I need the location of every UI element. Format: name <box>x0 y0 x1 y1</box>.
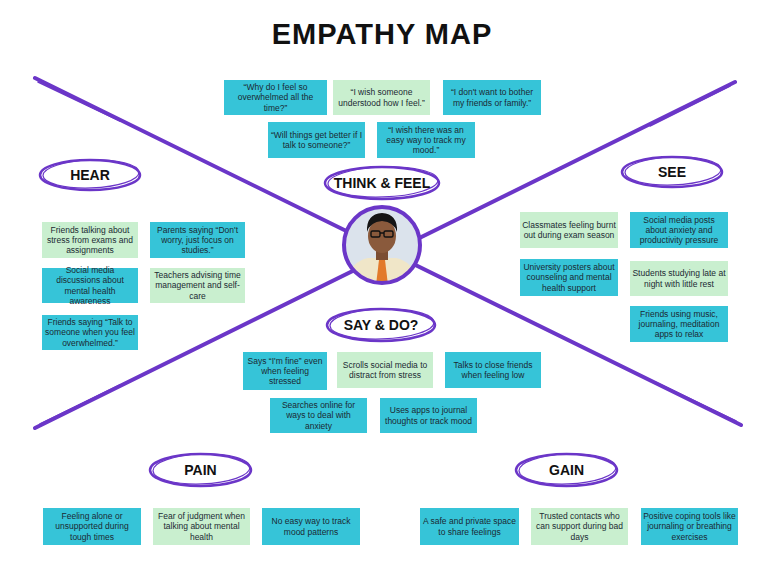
note-box: Says “I'm fine” even when feeling stress… <box>243 352 327 390</box>
note-text: Feeling alone or unsupported during toug… <box>45 511 139 542</box>
note-box: Searches online for ways to deal with an… <box>270 398 367 433</box>
brush-stroke <box>40 385 120 424</box>
note-box: “I don't want to bother my friends or fa… <box>443 80 541 115</box>
note-box: No easy way to track mood patterns <box>262 508 360 545</box>
note-text: Parents saying “Don't worry, just focus … <box>152 225 243 256</box>
section-label: HEAR <box>70 167 110 183</box>
ellipse-stroke <box>43 158 140 189</box>
persona-photo <box>344 207 420 292</box>
ellipse-stroke <box>327 165 438 199</box>
note-text: Says “I'm fine” even when feeling stress… <box>245 356 325 387</box>
section-label: THINK & FEEL <box>334 175 430 191</box>
note-box: Friends saying “Talk to someone when you… <box>42 315 138 350</box>
cross-lines <box>35 78 741 428</box>
note-text: Positive coping tools like journaling or… <box>643 511 736 542</box>
photo-border <box>344 207 420 283</box>
note-text: Friends saying “Talk to someone when you… <box>44 317 136 348</box>
note-text: “I don't want to bother my friends or fa… <box>445 87 539 107</box>
note-text: “Why do I feel so overwhelmed all the ti… <box>226 82 325 113</box>
ellipse-stroke <box>329 307 434 341</box>
note-box: Uses apps to journal thoughts or track m… <box>380 398 477 433</box>
note-text: No easy way to track mood patterns <box>264 516 358 536</box>
ellipse-stroke <box>40 160 140 190</box>
note-box: Talks to close friends when feeling low <box>445 352 541 388</box>
ellipse-stroke <box>625 155 722 186</box>
diagram-title: EMPATHY MAP <box>0 18 764 51</box>
note-text: “I wish someone understood how I feel.” <box>335 87 428 107</box>
note-box: “Why do I feel so overwhelmed all the ti… <box>224 80 327 115</box>
section-label: PAIN <box>184 462 216 478</box>
note-box: Teachers advising time management and se… <box>150 268 245 303</box>
ellipse-stroke <box>622 157 722 187</box>
note-box: Students studying late at night with lit… <box>630 261 728 296</box>
ellipse-stroke <box>518 452 616 485</box>
brush-stroke <box>38 82 120 121</box>
ellipse-stroke <box>152 452 250 485</box>
note-box: Social media discussions about mental he… <box>42 268 138 303</box>
note-text: Searches online for ways to deal with an… <box>272 400 365 431</box>
note-box: University posters about counseling and … <box>520 259 618 296</box>
section-ellipse: GAIN <box>514 452 619 488</box>
section-ellipse: PAIN <box>148 452 253 488</box>
ellipse-stroke <box>327 309 435 341</box>
note-text: University posters about counseling and … <box>522 262 616 293</box>
note-box: Positive coping tools like journaling or… <box>641 508 738 545</box>
section-ellipse: THINK & FEEL <box>323 165 441 201</box>
brush-stroke <box>655 382 736 421</box>
section-label: SEE <box>658 164 686 180</box>
note-text: “I wish there was an easy way to track m… <box>379 125 473 156</box>
note-box: Trusted contacts who can support during … <box>531 508 628 545</box>
section-label: GAIN <box>549 462 584 478</box>
note-box: Parents saying “Don't worry, just focus … <box>150 222 245 258</box>
note-box: “I wish someone understood how I feel.” <box>333 80 430 115</box>
section-ellipse: SEE <box>620 155 724 189</box>
note-text: Talks to close friends when feeling low <box>447 360 539 380</box>
section-ellipse: HEAR <box>38 158 142 192</box>
section-ellipse: SAY & DO? <box>325 307 437 343</box>
note-text: A safe and private space to share feelin… <box>422 516 517 536</box>
note-text: Fear of judgment when talking about ment… <box>155 511 248 542</box>
note-box: A safe and private space to share feelin… <box>420 508 519 545</box>
note-box: Classmates feeling burnt out during exam… <box>520 212 618 248</box>
note-text: Students studying late at night with lit… <box>632 268 726 288</box>
note-text: Uses apps to journal thoughts or track m… <box>382 405 475 425</box>
note-text: Friends using music, journaling, meditat… <box>632 309 726 340</box>
note-text: Friends talking about stress from exams … <box>44 225 136 256</box>
note-box: Feeling alone or unsupported during toug… <box>43 508 141 545</box>
note-text: Teachers advising time management and se… <box>152 270 243 301</box>
section-label: SAY & DO? <box>344 317 419 333</box>
note-text: Scrolls social media to distract from st… <box>339 360 431 380</box>
brush-stroke <box>650 86 730 126</box>
note-text: Social media discussions about mental he… <box>44 265 136 306</box>
tie <box>376 260 388 292</box>
note-box: Friends using music, journaling, meditat… <box>630 306 728 342</box>
ellipse-stroke <box>150 454 251 486</box>
hair <box>367 213 397 232</box>
glasses <box>371 231 393 237</box>
diagonal-line <box>35 82 735 428</box>
note-box: Fear of judgment when talking about ment… <box>153 508 250 545</box>
note-box: “Will things get better if I talk to som… <box>268 122 365 158</box>
note-box: Social media posts about anxiety and pro… <box>630 212 728 248</box>
ellipse-stroke <box>325 167 439 199</box>
note-text: Classmates feeling burnt out during exam… <box>522 220 616 240</box>
note-text: Social media posts about anxiety and pro… <box>632 215 726 246</box>
note-box: Friends talking about stress from exams … <box>42 222 138 258</box>
note-text: “Will things get better if I talk to som… <box>270 130 363 150</box>
note-box: “I wish there was an easy way to track m… <box>377 122 475 158</box>
ellipse-stroke <box>516 454 617 486</box>
note-box: Scrolls social media to distract from st… <box>337 352 433 388</box>
note-text: Trusted contacts who can support during … <box>533 511 626 542</box>
